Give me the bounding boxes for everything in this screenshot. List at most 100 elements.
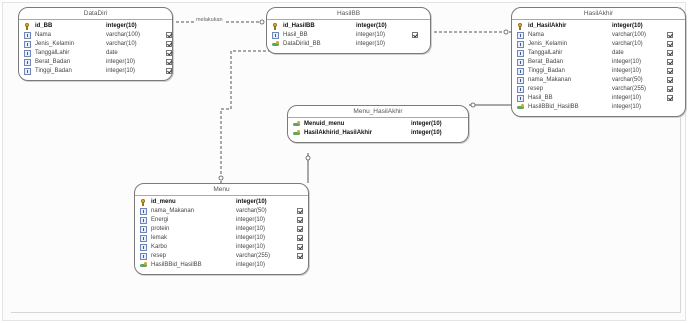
- column-name: id_HasilAkhir: [528, 23, 567, 29]
- column-type: integer(10): [236, 262, 266, 268]
- nullable-checkbox[interactable]: [412, 32, 418, 38]
- column-name: Berat_Badan: [35, 59, 71, 65]
- nullable-checkbox[interactable]: [166, 50, 172, 56]
- column-type: integer(10): [106, 23, 137, 29]
- column-name: resep: [528, 86, 544, 92]
- nullable-checkbox[interactable]: [297, 253, 303, 259]
- column-name: Nama: [528, 32, 545, 38]
- column-type: date: [106, 50, 118, 56]
- column-name: Jenis_Kelamin: [528, 41, 568, 47]
- column-type: integer(10): [236, 244, 266, 250]
- entity-title: Menu_HasilAkhir: [288, 106, 468, 118]
- column-row[interactable]: resep varchar(255): [140, 252, 303, 261]
- foreign-key-icon: [293, 121, 300, 128]
- nullable-checkbox[interactable]: [297, 217, 303, 223]
- nullable-checkbox[interactable]: [667, 86, 673, 92]
- column-row[interactable]: resep varchar(255): [517, 85, 680, 94]
- column-icon: [24, 50, 31, 57]
- nullable-checkbox[interactable]: [297, 244, 303, 250]
- nullable-checkbox[interactable]: [667, 50, 673, 56]
- column-icon: [517, 50, 524, 57]
- column-row[interactable]: id_HasilAkhir integer(10): [517, 22, 680, 31]
- column-row[interactable]: Karbo integer(10): [140, 243, 303, 252]
- column-type: varchar(100): [106, 32, 141, 38]
- column-name: TanggalLahir: [528, 50, 563, 56]
- column-name: resep: [151, 253, 167, 259]
- column-icon: [517, 95, 524, 102]
- column-name: id_menu: [151, 199, 176, 205]
- relationship-label: melakukan: [195, 17, 224, 23]
- column-type: integer(10): [236, 217, 266, 223]
- primary-key-icon: [517, 23, 524, 30]
- column-type: integer(10): [106, 59, 136, 65]
- column-type: varchar(255): [612, 86, 647, 92]
- column-name: Karbo: [151, 244, 168, 250]
- column-type: integer(10): [411, 121, 442, 127]
- nullable-checkbox[interactable]: [297, 208, 303, 214]
- nullable-checkbox[interactable]: [166, 41, 172, 47]
- relationship-end-marker: [305, 155, 311, 161]
- column-name: TanggalLahir: [35, 50, 70, 56]
- nullable-checkbox[interactable]: [667, 95, 673, 101]
- nullable-checkbox[interactable]: [297, 235, 303, 241]
- column-icon: [140, 235, 147, 242]
- column-name: lemak: [151, 235, 168, 241]
- column-icon: [517, 68, 524, 75]
- nullable-checkbox[interactable]: [667, 68, 673, 74]
- column-name: Menuid_menu: [304, 121, 345, 127]
- column-type: integer(10): [356, 23, 387, 29]
- column-icon: [140, 244, 147, 251]
- column-type: integer(10): [612, 23, 643, 29]
- column-type: integer(10): [612, 104, 642, 110]
- column-row[interactable]: TanggalLahir date: [24, 49, 172, 58]
- diagram-page-border: [11, 7, 681, 313]
- column-type: varchar(255): [236, 253, 271, 259]
- column-type: integer(10): [612, 68, 642, 74]
- column-row[interactable]: Tinggi_Badan integer(10): [517, 67, 680, 76]
- nullable-checkbox[interactable]: [166, 32, 172, 38]
- nullable-checkbox[interactable]: [667, 77, 673, 83]
- primary-key-icon: [24, 23, 31, 30]
- relationship-end-marker: [259, 19, 265, 25]
- column-row[interactable]: Berat_Badan integer(10): [24, 58, 172, 67]
- column-row[interactable]: Menuid_menu integer(10): [293, 120, 463, 129]
- nullable-checkbox[interactable]: [166, 68, 172, 74]
- nullable-checkbox[interactable]: [667, 41, 673, 47]
- column-icon: [24, 41, 31, 48]
- nullable-checkbox[interactable]: [667, 32, 673, 38]
- nullable-checkbox[interactable]: [297, 226, 303, 232]
- nullable-checkbox[interactable]: [166, 59, 172, 65]
- nullable-checkbox[interactable]: [667, 59, 673, 65]
- column-name: nama_Makanan: [528, 77, 572, 83]
- column-name: Tinggi_Badan: [528, 68, 565, 74]
- column-name: HasilAkhirid_HasilAkhir: [304, 130, 373, 136]
- column-icon: [517, 41, 524, 48]
- column-icon: [140, 253, 147, 260]
